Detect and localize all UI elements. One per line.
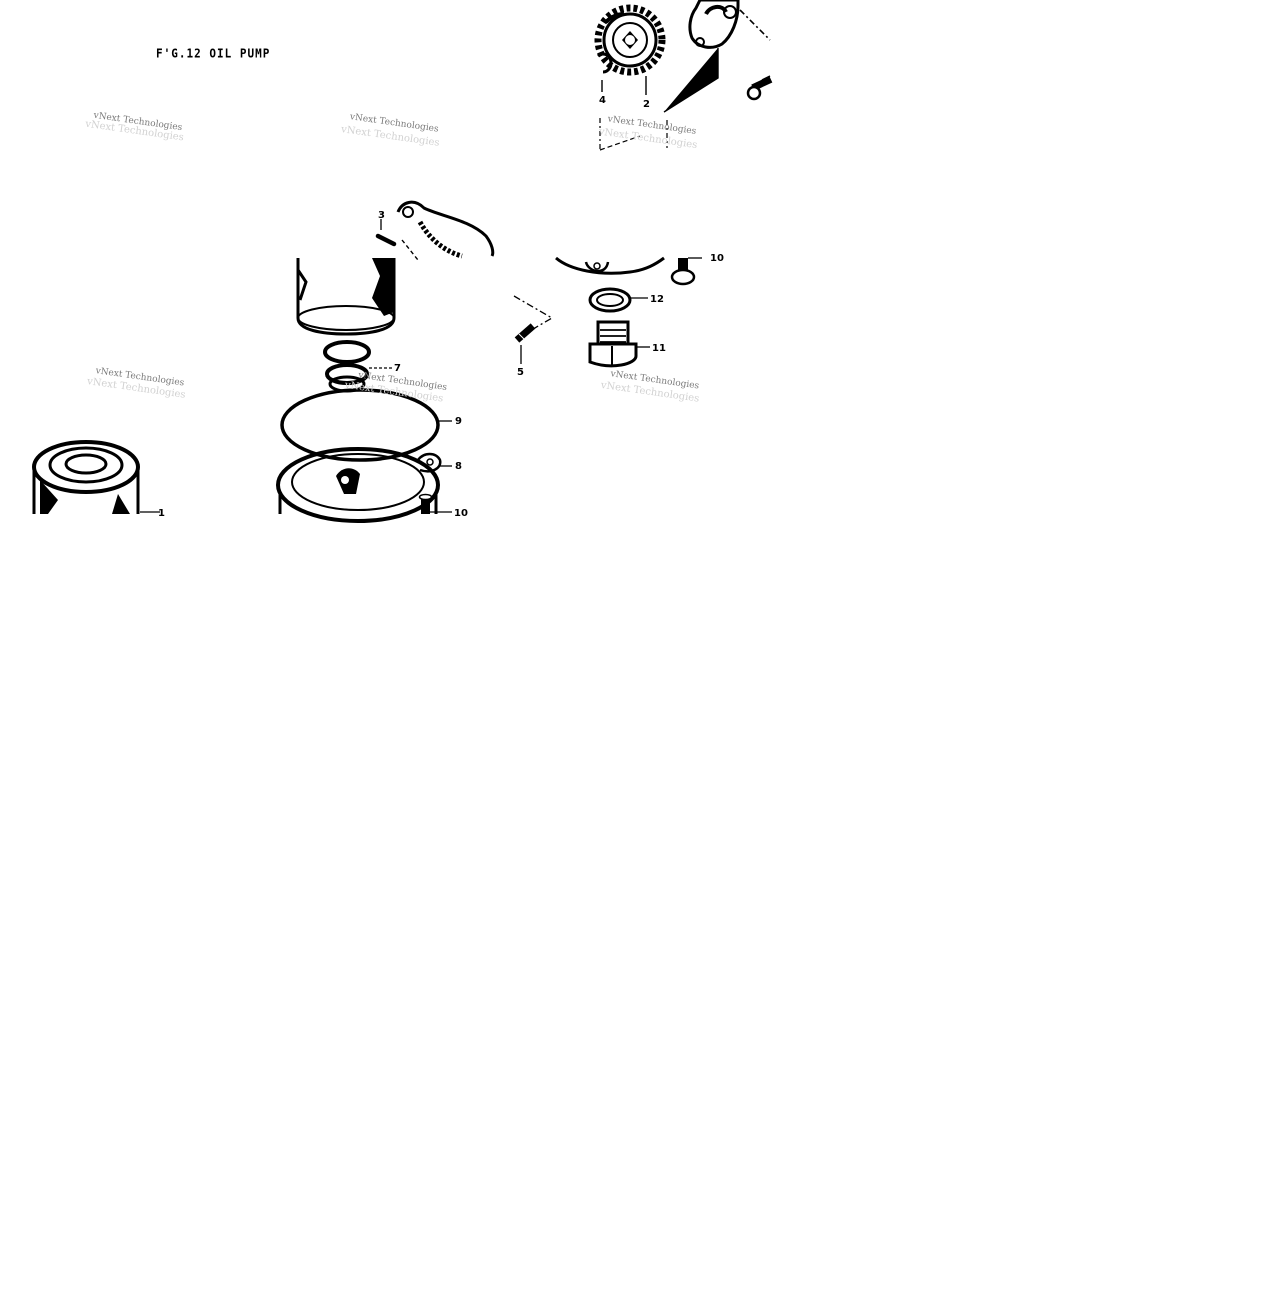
pin-and-cover — [375, 200, 495, 261]
oil-filter-element-icon — [296, 258, 396, 336]
callout-2: 2 — [643, 99, 650, 110]
washer-icon — [588, 287, 632, 313]
filter-cap-tile — [276, 258, 452, 523]
watermark: vNext Technologies vNext Technologies — [597, 114, 698, 151]
figure-title: F'G.12 OIL PUMP — [156, 46, 271, 61]
callout-11: 11 — [652, 343, 666, 354]
cap-bolt-icon — [418, 493, 433, 514]
callout-10-stud: 10 — [710, 253, 724, 264]
callout-12: 12 — [650, 294, 664, 305]
oil-filter-icon — [32, 440, 160, 514]
pump-screw-icon — [514, 323, 536, 343]
watermark: vNext Technologies vNext Technologies — [343, 370, 448, 404]
bolt-icon — [746, 75, 773, 101]
watermark: vNext Technologies vNext Technologies — [599, 369, 700, 405]
top-right-tile — [594, 0, 773, 151]
callout-labels: 4 2 3 7 9 8 10 1 10 12 11 5 — [158, 95, 724, 519]
callout-3: 3 — [378, 210, 385, 221]
dowel-pin-icon — [375, 233, 397, 247]
watermark: vNext Technologies vNext Technologies — [339, 112, 440, 149]
filter-cap-icon — [276, 447, 442, 523]
watermark: vNext Technologies vNext Technologies — [85, 366, 186, 401]
pump-housing-icon — [688, 0, 771, 49]
o-ring-icon — [280, 388, 440, 462]
callout-9: 9 — [455, 416, 462, 427]
callout-10-cap: 10 — [454, 508, 468, 519]
callout-7: 7 — [394, 363, 401, 374]
watermark-group: vNext Technologies vNext Technologies vN… — [84, 111, 701, 405]
pump-cover-icon — [396, 200, 495, 261]
stud-bolt-icon — [670, 257, 702, 286]
watermark: vNext Technologies vNext Technologies — [84, 111, 185, 144]
callout-8: 8 — [455, 461, 462, 472]
callout-1: 1 — [158, 508, 165, 519]
drain-plug-icon — [588, 320, 638, 368]
callout-4: 4 — [599, 95, 606, 106]
pump-gear-icon — [594, 4, 666, 76]
drain-plug-tile — [513, 256, 702, 368]
callout-5: 5 — [517, 367, 524, 378]
